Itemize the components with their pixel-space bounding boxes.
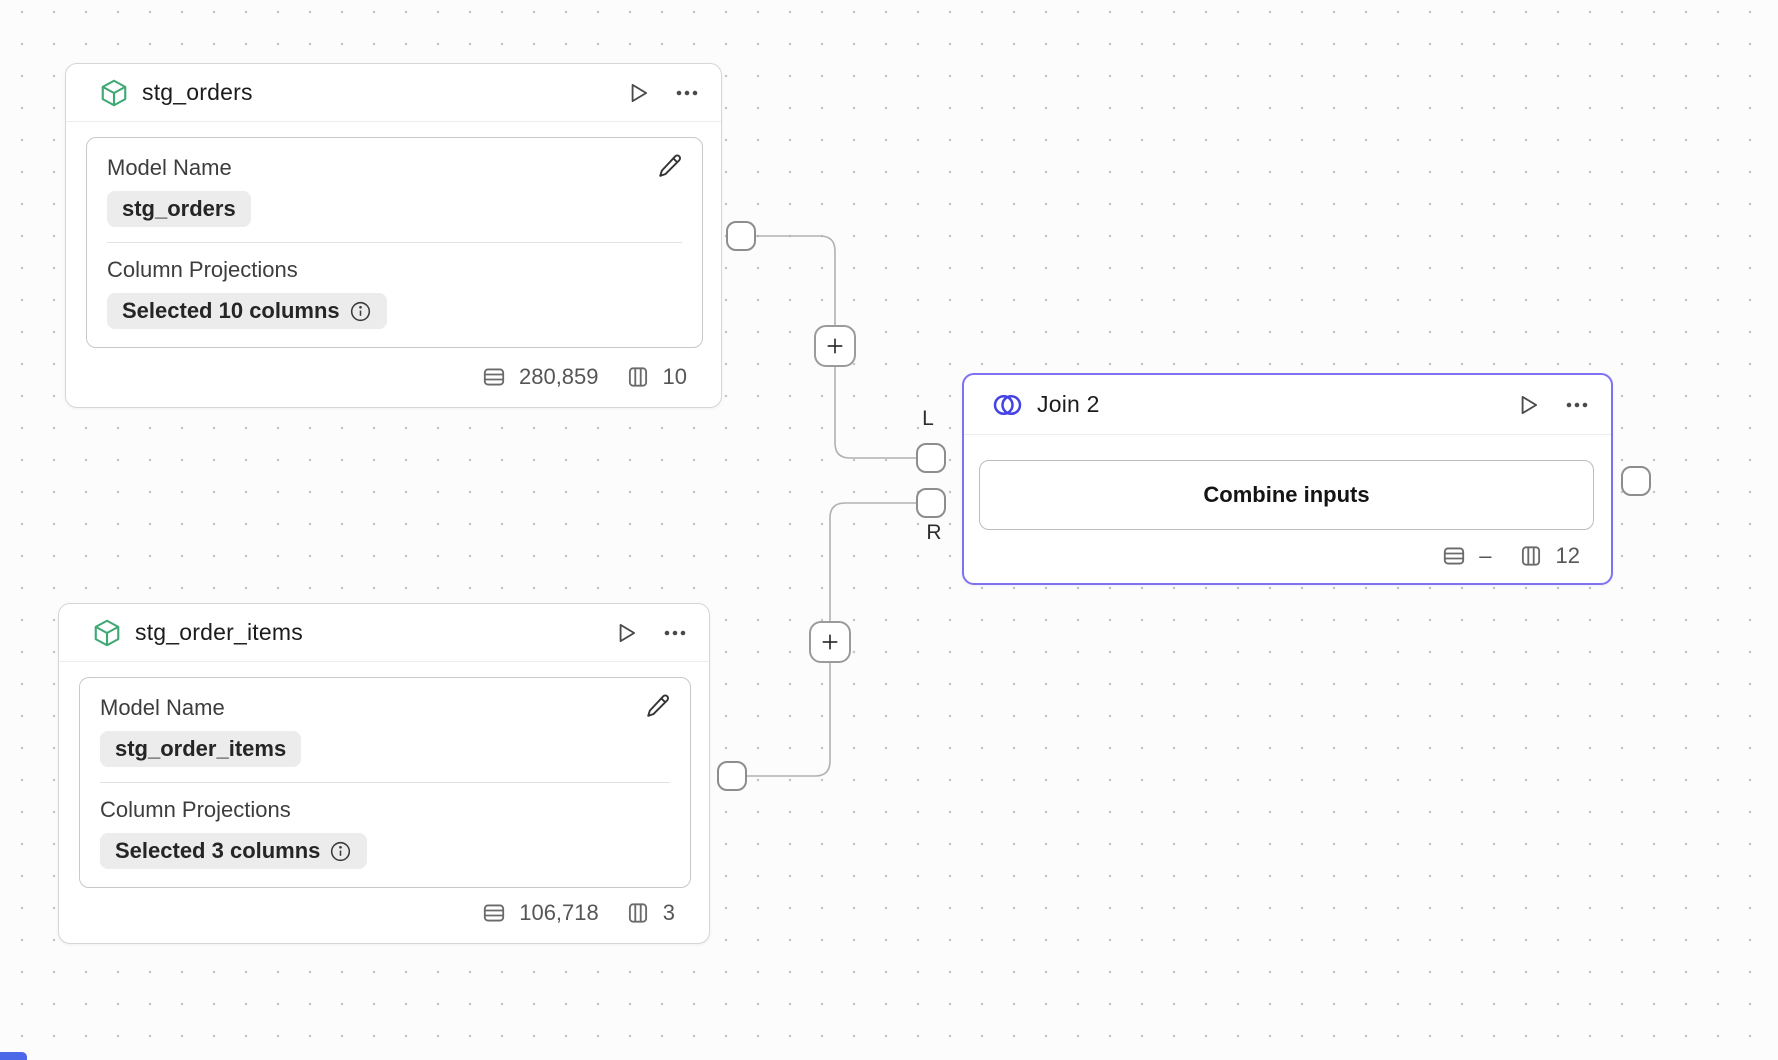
model-cube-icon	[92, 618, 122, 648]
output-port-stg-orders[interactable]	[726, 221, 756, 251]
model-cube-icon	[99, 78, 129, 108]
column-projections-chip[interactable]: Selected 10 columns	[107, 293, 387, 329]
model-name-label: Model Name	[107, 155, 232, 180]
model-name-chip[interactable]: stg_order_items	[100, 731, 302, 767]
node-header: stg_order_items	[59, 604, 709, 662]
node-stats: 280,859 10	[481, 364, 687, 390]
column-projections-label: Column Projections	[100, 797, 291, 822]
pencil-icon	[647, 694, 669, 717]
node-join-2[interactable]: Join 2 Combine inputs – 12	[962, 373, 1613, 585]
row-count-icon	[483, 368, 505, 386]
venn-overlapping-circles-icon	[991, 390, 1024, 420]
column-count: 3	[662, 900, 675, 925]
row-count: 106,718	[519, 900, 599, 925]
column-projections-chip[interactable]: Selected 3 columns	[100, 833, 368, 869]
node-stg-orders[interactable]: stg_orders Model Name stg_orders Column …	[65, 63, 722, 408]
row-count: –	[1479, 543, 1492, 568]
node-menu-button[interactable]	[1563, 392, 1591, 418]
run-node-button[interactable]	[1515, 392, 1541, 418]
run-node-button[interactable]	[613, 620, 639, 646]
play-icon	[631, 83, 648, 102]
node-title: Join 2	[1037, 391, 1100, 417]
node-menu-button[interactable]	[673, 80, 701, 106]
node-body: Combine inputs – 12	[964, 435, 1611, 583]
play-icon	[619, 623, 636, 642]
node-stats: – 12	[1441, 543, 1580, 569]
column-count-icon	[628, 367, 647, 387]
model-config-card: Model Name stg_order_items Column Projec…	[79, 677, 691, 888]
edit-model-name-button[interactable]	[644, 692, 672, 720]
plus-icon	[827, 338, 843, 354]
column-projections-label: Column Projections	[107, 257, 298, 282]
node-body: Model Name stg_order_items Column Projec…	[59, 662, 709, 943]
join-left-input-label: L	[922, 407, 934, 430]
node-menu-button[interactable]	[661, 620, 689, 646]
join-output-port[interactable]	[1621, 466, 1651, 496]
node-body: Model Name stg_orders Column Projections…	[66, 122, 721, 407]
output-port-stg-order-items[interactable]	[717, 761, 747, 791]
row-count: 280,859	[518, 364, 599, 389]
join-right-input-label: R	[926, 521, 942, 544]
node-title: stg_order_items	[135, 619, 303, 645]
info-circle-icon	[331, 841, 351, 861]
column-count: 10	[662, 364, 687, 389]
node-header: Join 2	[964, 375, 1611, 435]
play-icon	[1521, 395, 1538, 414]
ellipsis-icon	[664, 630, 686, 635]
node-header: stg_orders	[66, 64, 721, 122]
row-count-icon	[1444, 547, 1465, 565]
column-count-icon	[1521, 546, 1540, 566]
column-count: 12	[1555, 543, 1580, 568]
edit-model-name-button[interactable]	[656, 152, 684, 180]
model-config-card: Model Name stg_orders Column Projections…	[86, 137, 703, 348]
model-name-label: Model Name	[100, 695, 225, 720]
run-node-button[interactable]	[625, 80, 651, 106]
row-count-icon	[484, 904, 505, 922]
column-count-icon	[628, 903, 647, 923]
node-stg-order-items[interactable]: stg_order_items Model Name stg_order_ite…	[58, 603, 710, 944]
add-node-on-edge-button[interactable]	[809, 621, 851, 663]
field-divider	[100, 782, 670, 783]
join-right-input-port[interactable]	[916, 488, 946, 518]
ellipsis-icon	[1566, 402, 1588, 407]
field-divider	[107, 242, 682, 243]
node-title: stg_orders	[142, 79, 253, 105]
ellipsis-icon	[676, 90, 698, 95]
model-name-chip[interactable]: stg_orders	[107, 191, 251, 227]
join-left-input-port[interactable]	[916, 443, 946, 473]
pencil-icon	[659, 154, 681, 177]
add-node-on-edge-button[interactable]	[814, 325, 856, 367]
info-circle-icon	[350, 301, 370, 321]
plus-icon	[822, 634, 838, 650]
combine-inputs-button[interactable]: Combine inputs	[979, 460, 1594, 530]
bottom-left-accent	[0, 1052, 27, 1060]
node-stats: 106,718 3	[481, 900, 675, 926]
